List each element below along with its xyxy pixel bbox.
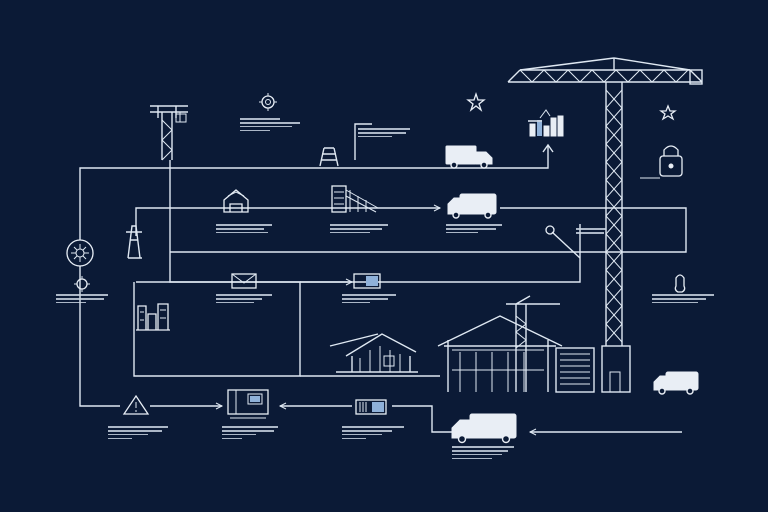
barcode-icon [355,399,387,415]
connector-top-row [79,146,549,240]
note-block [216,292,306,306]
note-block [330,222,420,236]
ladder-icon [319,147,339,167]
note-block [358,126,448,140]
truck-icon [445,145,493,169]
gauge-icon [545,225,555,235]
transmission-tower-icon [126,225,142,259]
star-icon [659,104,677,121]
machine-icon [227,389,269,419]
arrow-right-head-1 [433,204,442,212]
gear-icon [259,93,277,111]
note-block [222,424,312,441]
connector-second-loop [170,207,687,253]
note-block [576,226,666,236]
building-frame-icon [331,185,379,213]
arrow-left-head-1 [278,402,287,410]
star-icon [466,91,486,112]
note-block [216,222,306,236]
connector-third-loop [169,160,581,283]
note-block [452,444,542,461]
connector-lines [79,123,687,436]
connector-left-column [79,266,120,407]
note-block [446,222,536,236]
connector-bottom-3 [392,405,452,433]
factory-icon [136,303,170,331]
arrow-right-head-3 [215,402,224,410]
envelope-icon [231,273,257,289]
note-block [528,118,544,124]
cog-icon [66,239,94,267]
warning-icon [122,394,150,415]
tower-crane-icon [507,57,703,393]
padlock-icon [640,145,683,179]
small-crane-icon [150,105,188,161]
note-block [342,292,432,306]
note-block [108,424,198,441]
hand-icon [674,274,686,293]
box-icon [353,273,381,289]
van-icon [653,371,699,395]
connector-top-branch [354,123,372,160]
arrow-up-head [542,143,554,153]
van-icon [447,193,497,219]
truck-icon [451,413,517,444]
house-icon [223,189,249,213]
arrow-left-head-2 [528,428,537,436]
note-block [56,292,146,306]
arrow-right-head-2 [345,278,354,286]
note-block [240,110,330,133]
house-frame-icon [329,333,418,373]
note-block [652,292,742,306]
bar-chart-icon [529,109,564,137]
warehouse-icon [437,295,595,393]
note-block [342,424,432,441]
gear-icon [74,276,90,292]
connector-diagonal [551,231,581,259]
